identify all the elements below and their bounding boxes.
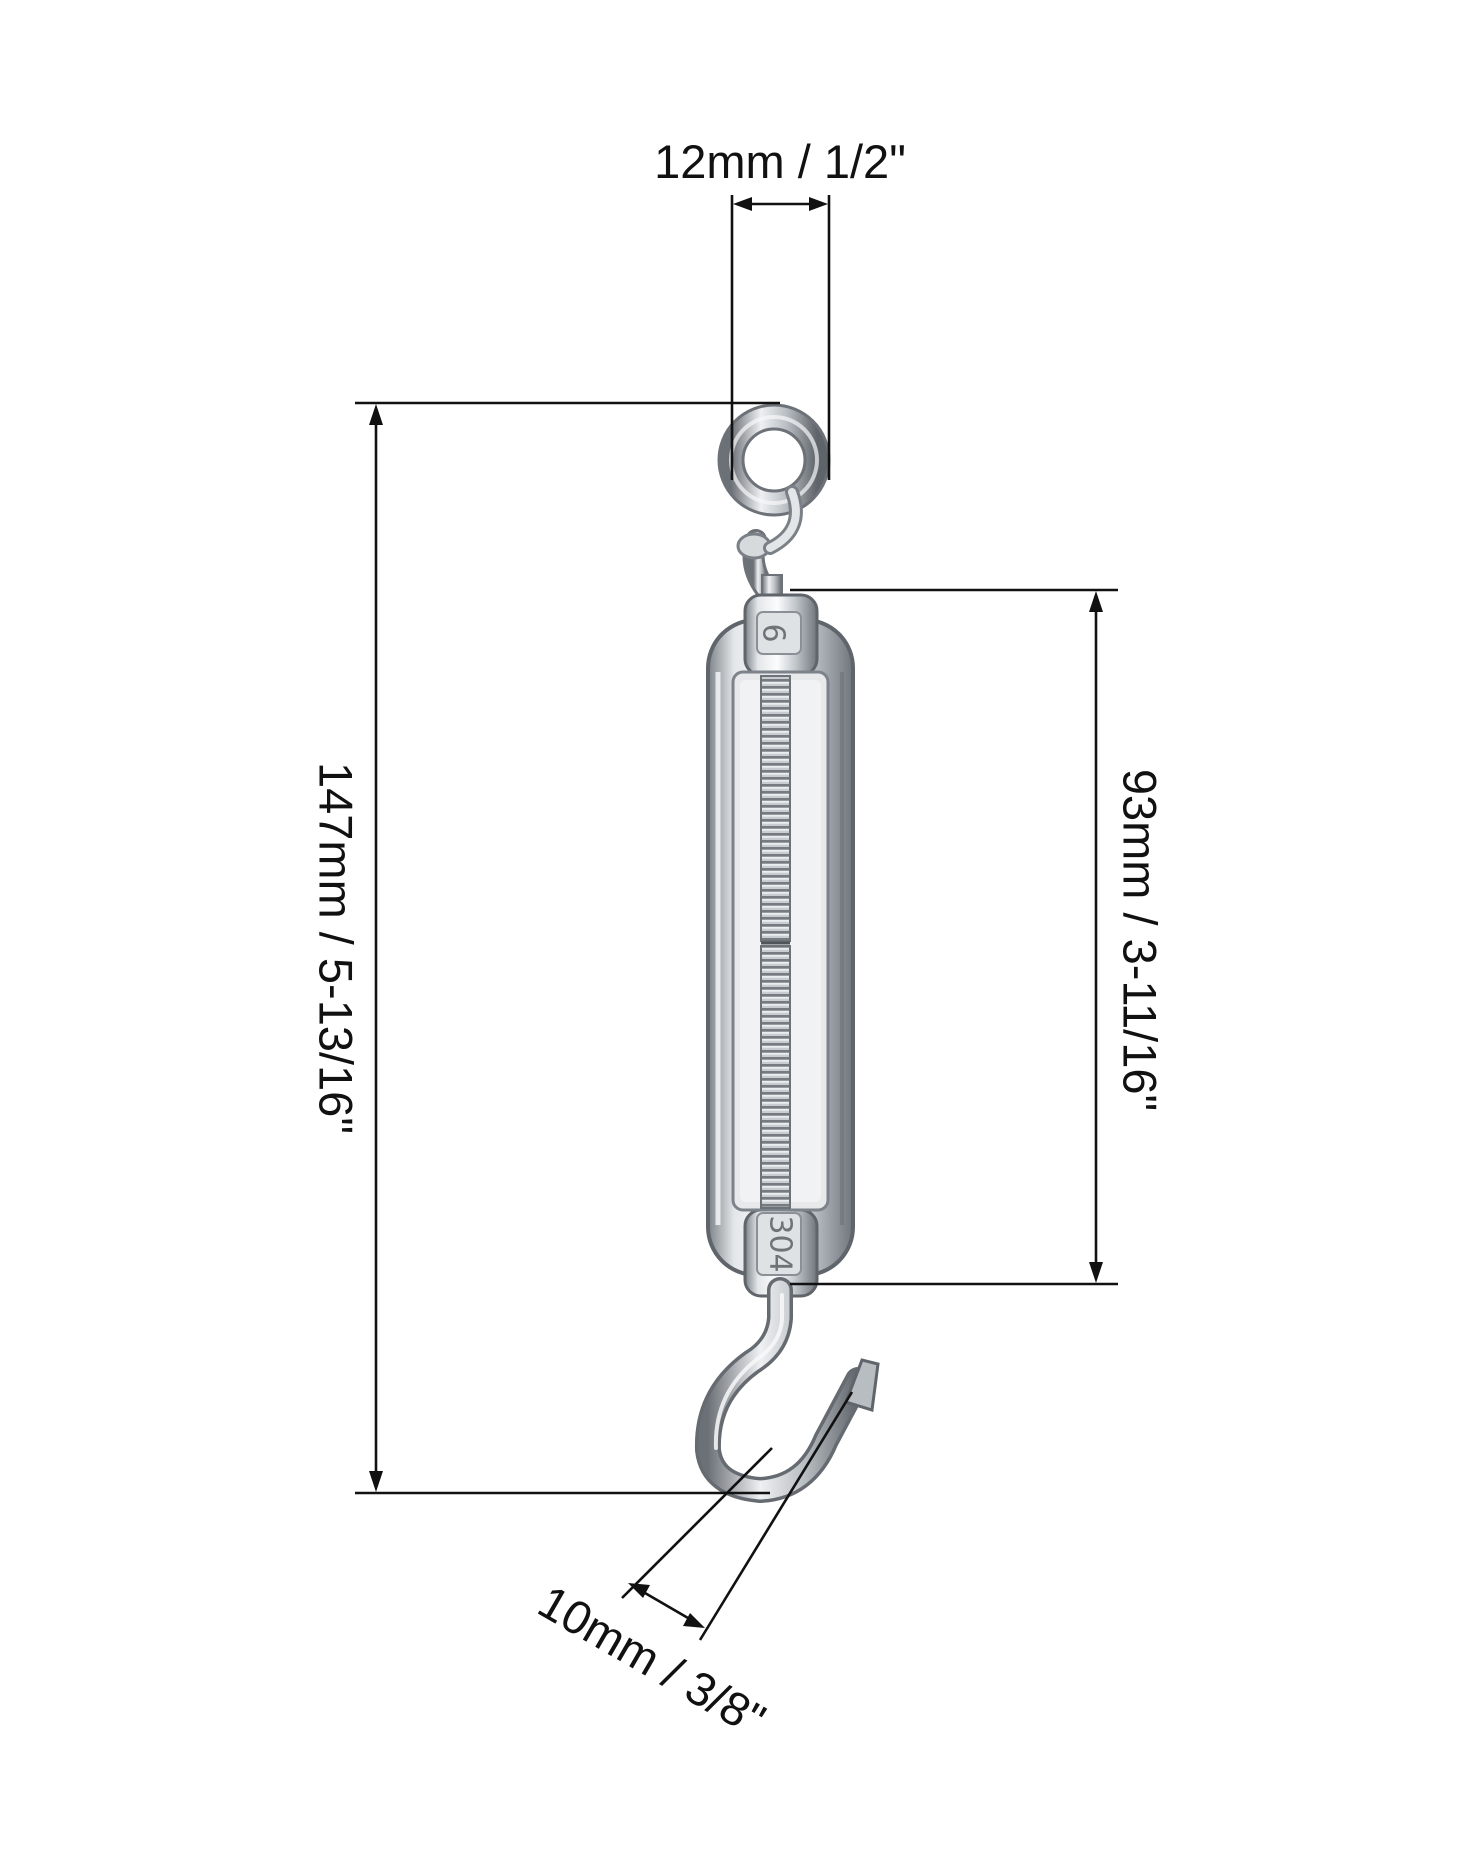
size-stamp: 6: [756, 623, 791, 642]
eye-width-arrow-left: [733, 197, 752, 211]
hook-opening-arrow-right: [683, 1613, 705, 1628]
hook-opening-dimension-line: [644, 1591, 689, 1620]
overall-length-label: 147mm / 5-13/16": [310, 762, 363, 1134]
eye-width-arrow-right: [809, 197, 828, 211]
eye-end: [717, 403, 831, 606]
overall-length-arrow-bottom: [369, 1471, 383, 1492]
hook-opening-arrow-left: [628, 1583, 650, 1598]
turnbuckle-body: 6 304: [706, 593, 855, 1298]
hook-opening-extension-left: [621, 1447, 773, 1599]
body-length-arrow-bottom: [1089, 1262, 1103, 1283]
hook-opening-label: 10mm / 3/8": [530, 1575, 775, 1747]
turnbuckle-product: 6 304: [694, 403, 880, 1503]
hook-opening-extension-right: [698, 1391, 854, 1641]
overall-length-arrow-top: [369, 404, 383, 425]
eye-width-label: 12mm / 1/2": [654, 135, 906, 188]
body-length-arrow-top: [1089, 591, 1103, 612]
eye-width-dimension: 12mm / 1/2": [654, 135, 906, 480]
hook-opening-dimension: 10mm / 3/8": [530, 1391, 854, 1747]
body-length-dimension: 93mm / 3-11/16": [790, 588, 1167, 1286]
overall-length-dimension: 147mm / 5-13/16": [310, 401, 780, 1495]
material-stamp: 304: [763, 1215, 798, 1272]
body-length-label: 93mm / 3-11/16": [1114, 769, 1167, 1111]
hook-end: [694, 1277, 880, 1503]
